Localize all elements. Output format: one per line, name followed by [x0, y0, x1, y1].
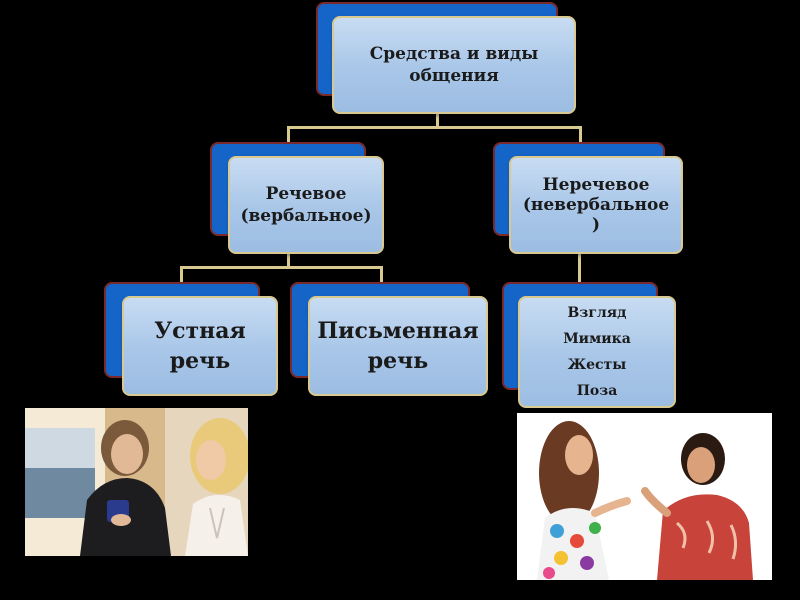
nonverbal-items-node: Взгляд Мимика Жесты Поза	[502, 282, 676, 408]
nonverbal-item-gaze: Взгляд	[567, 305, 627, 321]
nonverbal-node: Неречевое (невербальное )	[493, 142, 683, 254]
oral-speech-node: Устная речь	[104, 282, 278, 396]
connector-verbal-left-drop	[180, 266, 183, 282]
nonverbal-line2: (невербальное	[522, 195, 670, 215]
nonverbal-line1: Неречевое	[542, 175, 650, 195]
nonverbal-item-posture: Поза	[576, 383, 618, 399]
connector-root-bar	[287, 126, 582, 129]
written-line1: Письменная	[317, 318, 479, 344]
connector-root-left-drop	[287, 126, 290, 142]
verbal-line2: (вербальное)	[240, 206, 372, 226]
root-node: Средства и виды общения	[316, 2, 576, 114]
connector-verbal-stem	[287, 252, 290, 267]
verbal-node: Речевое (вербальное)	[210, 142, 384, 254]
connector-root-right-drop	[579, 126, 582, 142]
nonverbal-item-gestures: Жесты	[567, 357, 627, 373]
connector-verbal-right-drop	[380, 266, 383, 282]
oral-line2: речь	[169, 348, 231, 374]
photo-women-gesturing	[517, 413, 772, 580]
connector-nonverbal-stem	[578, 252, 581, 282]
root-line1: Средства и виды	[369, 44, 539, 64]
connector-root-stem	[436, 112, 439, 127]
nonverbal-item-facial-expression: Мимика	[563, 331, 631, 347]
nonverbal-line3: )	[591, 215, 601, 235]
oral-line1: Устная	[154, 318, 246, 344]
connector-verbal-bar	[180, 266, 383, 269]
written-line2: речь	[367, 348, 429, 374]
root-line2: общения	[409, 66, 499, 86]
verbal-line1: Речевое	[265, 184, 347, 204]
photo-women-talking	[25, 408, 248, 556]
written-speech-node: Письменная речь	[290, 282, 488, 396]
